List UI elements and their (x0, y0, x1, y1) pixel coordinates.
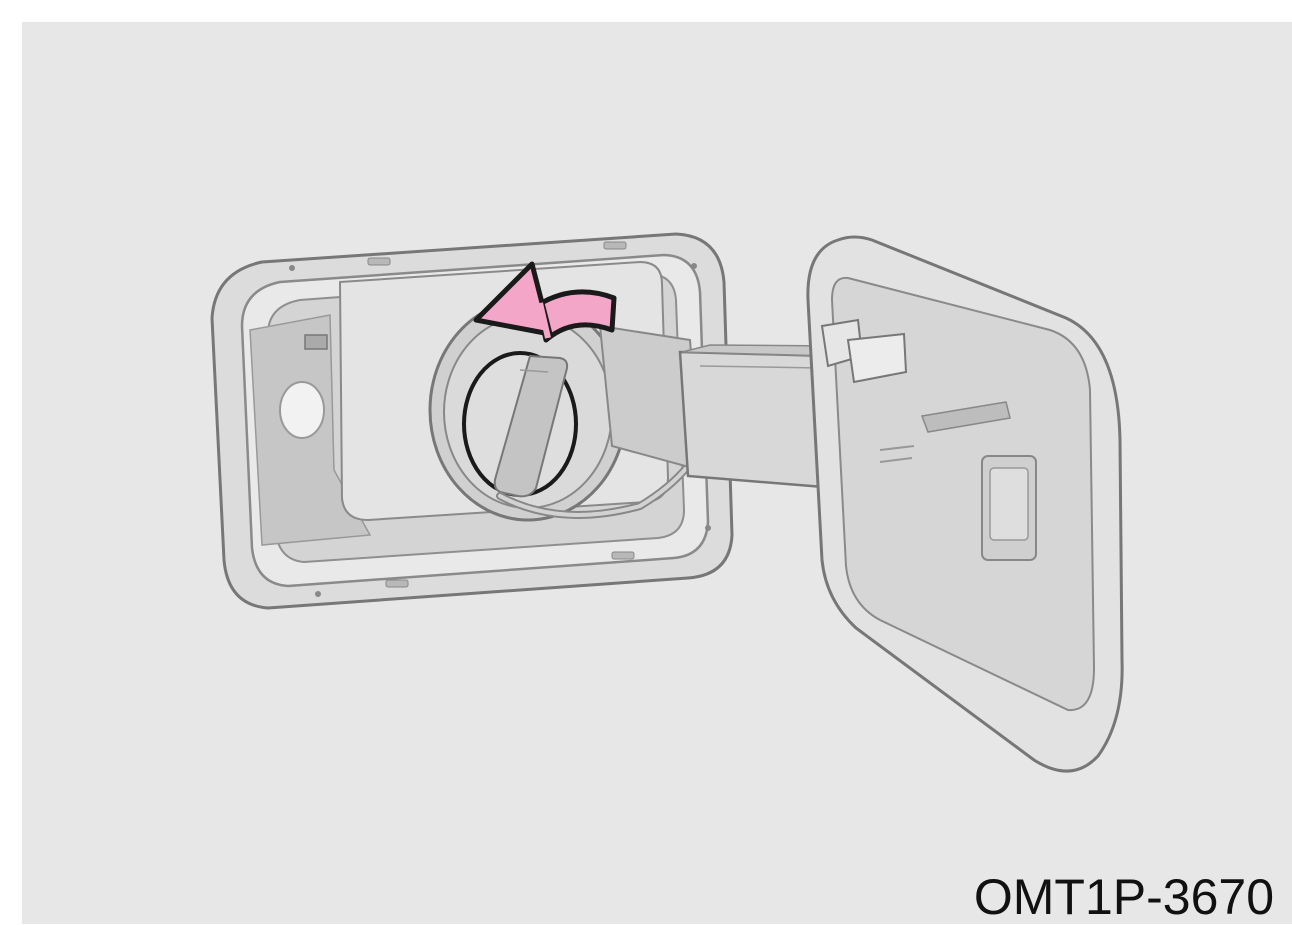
fuel-cap-icon (464, 353, 576, 496)
figure-code-label: OMT1P-3670 (974, 872, 1274, 922)
fuel-filler-door (808, 237, 1122, 771)
